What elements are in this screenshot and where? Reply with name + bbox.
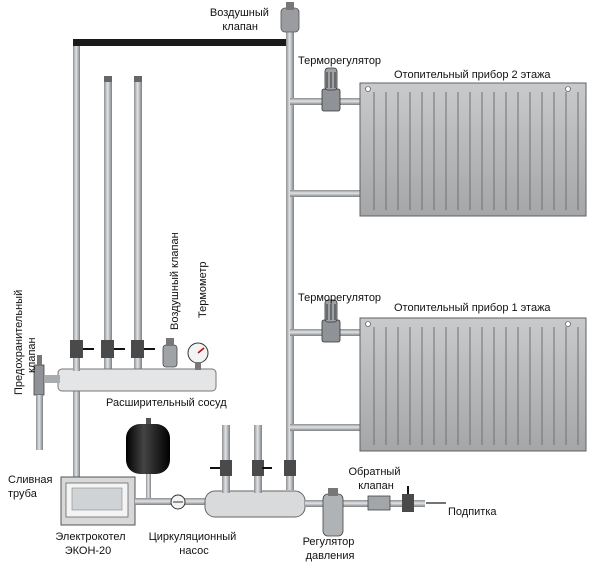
thermometer-icon (187, 342, 209, 370)
thermo-regulator-1-label: Терморегулятор (298, 292, 381, 304)
top-main-pipe (73, 39, 290, 46)
riser-3-pipe (134, 79, 142, 379)
ball-valve-icon (101, 340, 125, 358)
thermo-regulator-1-icon (321, 299, 341, 343)
ball-valve-icon (284, 460, 296, 476)
ball-valve-icon (210, 460, 232, 476)
riser-2-pipe (104, 79, 112, 379)
pump-icon (170, 494, 186, 510)
ball-valve-icon (402, 486, 414, 512)
radiator-2-label: Отопительный прибор 2 этажа (394, 69, 551, 81)
boiler-label: Электрокотел ЭКОН-20 (55, 531, 128, 557)
lower-manifold (204, 490, 306, 518)
thermo-regulator-2-icon (321, 67, 341, 112)
boiler-unit (60, 476, 136, 526)
thermometer-label: Термометр (197, 262, 209, 319)
check-valve-label: Обратный клапан (348, 466, 403, 492)
expansion-vessel (126, 418, 170, 498)
thermo-regulator-2-label: Терморегулятор (298, 55, 381, 67)
drain-pipe-label: Сливная труба (8, 474, 56, 500)
radiator-2 (359, 82, 587, 217)
check-valve-icon (367, 495, 391, 511)
expansion-vessel-label: Расширительный сосуд (106, 397, 227, 409)
air-valve-icon (162, 338, 178, 368)
radiator-1-ribs (373, 327, 579, 445)
radiator-1-return-pipe (290, 424, 362, 431)
makeup-pipe (305, 500, 425, 507)
air-valve-top-label: Воздушный клапан (210, 7, 272, 33)
radiator-2-ribs (373, 92, 579, 210)
radiator-1-label: Отопительный прибор 1 этажа (394, 302, 551, 314)
right-riser-pipe (286, 20, 294, 490)
pressure-regulator-icon (322, 488, 344, 537)
pump-label: Циркуляционный насос (149, 531, 240, 557)
left-riser-pipe (73, 46, 80, 486)
drain-pipe (36, 395, 43, 450)
makeup-label: Подпитка (448, 506, 497, 518)
safety-valve-label: Предохранительный клапан (13, 287, 38, 395)
air-valve-icon (280, 2, 300, 33)
ball-valve-icon (252, 460, 272, 476)
radiator-1 (359, 317, 587, 452)
air-valve-side-label: Воздушный клапан (169, 232, 181, 330)
collector-manifold (57, 368, 217, 392)
ball-valve-icon (131, 340, 155, 358)
radiator-2-return-pipe (290, 190, 362, 197)
ball-valve-icon (70, 340, 94, 358)
pressure-regulator-label: Регулятор давления (303, 536, 358, 562)
